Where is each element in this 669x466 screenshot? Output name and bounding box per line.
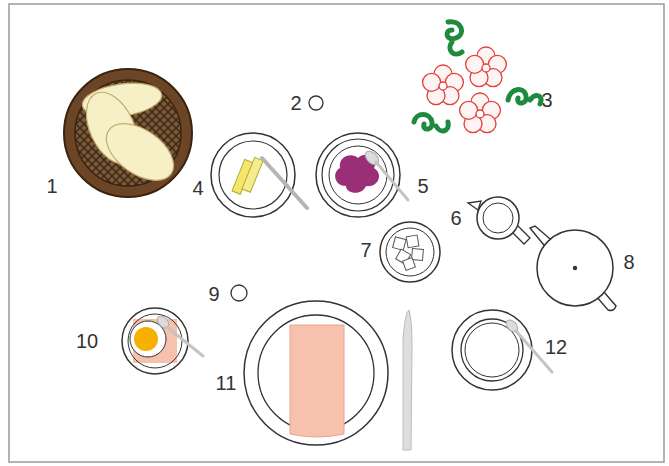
callout-number: 7 [360, 240, 371, 260]
frame [9, 4, 664, 462]
bread-basket [64, 69, 192, 197]
leaf-swirl [414, 115, 448, 131]
callout-number: 2 [290, 93, 301, 113]
butter [242, 157, 263, 192]
flower-arrangement [414, 22, 541, 133]
callout-number: 5 [417, 176, 428, 196]
callout-number: 1 [46, 176, 57, 196]
callout-number: 3 [541, 90, 552, 110]
dinner-plate [244, 301, 412, 450]
basket-rim [64, 69, 192, 197]
knife [403, 310, 412, 450]
butter-plate [211, 133, 307, 217]
callout-number: 8 [623, 252, 634, 272]
creamer [468, 197, 530, 244]
flower [423, 65, 464, 105]
bread-roll [96, 112, 183, 192]
leaf-swirl [447, 22, 462, 54]
sugar-bowl [380, 222, 440, 282]
callout-number: 10 [76, 331, 98, 351]
butter-knife [262, 158, 307, 208]
leaf-swirl [508, 90, 541, 104]
cup-and-saucer [452, 310, 552, 390]
flower [466, 47, 507, 87]
callout-number: 6 [450, 208, 461, 228]
egg-yolk [134, 327, 158, 351]
teapot [530, 226, 616, 311]
sugar-cubes [393, 235, 424, 270]
callout-number: 9 [208, 284, 219, 304]
jam-plate [316, 133, 408, 217]
callout-number: 11 [216, 373, 237, 393]
salt-shaker [309, 96, 323, 110]
callout-number: 4 [192, 178, 203, 198]
callout-number: 12 [545, 337, 567, 357]
egg-cup [122, 308, 203, 374]
napkin [290, 325, 344, 437]
pepper-shaker [231, 285, 247, 301]
flower [460, 93, 501, 133]
